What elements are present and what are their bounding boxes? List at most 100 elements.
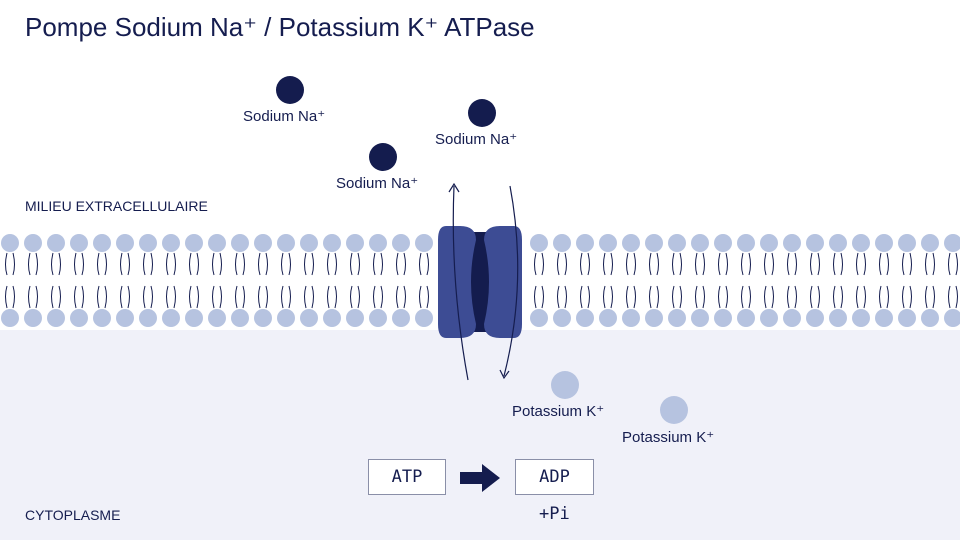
potassium-ion-label: Potassium K⁺ xyxy=(622,429,715,446)
phospholipid-tail xyxy=(74,252,77,276)
phospholipid-tail xyxy=(856,285,859,309)
phospholipid-tail xyxy=(879,285,882,309)
phospholipid-tail xyxy=(771,285,774,309)
phospholipid-head xyxy=(576,234,594,252)
phospholipid-tail xyxy=(304,285,307,309)
phospholipid-tail xyxy=(426,285,429,309)
phospholipid-tail xyxy=(357,252,360,276)
phospholipid-tail xyxy=(764,285,767,309)
phospholipid-tail xyxy=(902,285,905,309)
phospholipid-tail xyxy=(196,252,199,276)
phospholipid-tail xyxy=(718,252,721,276)
phospholipid-tail xyxy=(863,285,866,309)
phospholipid-tail xyxy=(833,252,836,276)
phospholipid-head xyxy=(737,309,755,327)
phospholipid-head xyxy=(599,234,617,252)
phospholipid-tail xyxy=(840,285,843,309)
cytoplasm-label: CYTOPLASME xyxy=(25,507,121,523)
phospholipid-head xyxy=(162,234,180,252)
phospholipid-head xyxy=(323,309,341,327)
phospholipid-head xyxy=(185,309,203,327)
phospholipid-tail xyxy=(725,252,728,276)
phospholipid-tail xyxy=(833,285,836,309)
phospholipid-tail xyxy=(925,252,928,276)
cytoplasm-background xyxy=(0,330,960,540)
phospholipid-tail xyxy=(771,252,774,276)
phospholipid-head xyxy=(829,309,847,327)
phospholipid-tail xyxy=(166,285,169,309)
phospholipid-tail xyxy=(127,252,130,276)
phospholipid-head xyxy=(254,309,272,327)
phospholipid-head xyxy=(714,309,732,327)
phospholipid-tail xyxy=(265,252,268,276)
phospholipid-head xyxy=(254,234,272,252)
phospholipid-tail xyxy=(373,252,376,276)
phospholipid-tail xyxy=(12,285,15,309)
phospholipid-tail xyxy=(656,285,659,309)
phospholipid-tail xyxy=(702,285,705,309)
phospholipid-head xyxy=(231,309,249,327)
phospholipid-head xyxy=(829,234,847,252)
phospholipid-tail xyxy=(120,285,123,309)
phospholipid-head xyxy=(116,234,134,252)
phospholipid-tail xyxy=(35,252,38,276)
phospholipid-tail xyxy=(81,252,84,276)
phospholipid-head xyxy=(24,309,42,327)
phospholipid-head xyxy=(369,309,387,327)
phospholipid-tail xyxy=(656,252,659,276)
phospholipid-tail xyxy=(580,252,583,276)
phospholipid-tail xyxy=(235,285,238,309)
phospholipid-tail xyxy=(587,252,590,276)
phospholipid-tail xyxy=(932,285,935,309)
phospholipid-tail xyxy=(327,285,330,309)
phospholipid-head xyxy=(1,234,19,252)
phospholipid-head xyxy=(599,309,617,327)
phospholipid-tail xyxy=(242,252,245,276)
phospholipid-tail xyxy=(12,252,15,276)
phospholipid-tail xyxy=(74,285,77,309)
phospholipid-head xyxy=(852,309,870,327)
phospholipid-head xyxy=(1,309,19,327)
right-arrow-icon xyxy=(460,464,500,492)
phospholipid-head xyxy=(392,234,410,252)
phospholipid-tail xyxy=(909,285,912,309)
phospholipid-head xyxy=(346,309,364,327)
extracellular-label: MILIEU EXTRACELLULAIRE xyxy=(25,198,208,214)
phospholipid-tail xyxy=(840,252,843,276)
phospholipid-tail xyxy=(173,285,176,309)
phospholipid-tail xyxy=(695,252,698,276)
phospholipid-head xyxy=(300,234,318,252)
phospholipid-tail xyxy=(810,285,813,309)
phospholipid-tail xyxy=(212,252,215,276)
phospholipid-tail xyxy=(350,252,353,276)
phospholipid-tail xyxy=(633,252,636,276)
potassium-ion xyxy=(660,396,688,424)
phospholipid-tail xyxy=(948,252,951,276)
phospholipid-tail xyxy=(649,252,652,276)
phospholipid-tail xyxy=(702,252,705,276)
phospholipid-head xyxy=(737,234,755,252)
phospholipid-tail xyxy=(879,252,882,276)
phospholipid-tail xyxy=(741,252,744,276)
phospholipid-head xyxy=(530,234,548,252)
phospholipid-tail xyxy=(603,285,606,309)
phospholipid-tail xyxy=(334,252,337,276)
phospholipid-tail xyxy=(679,252,682,276)
phospholipid-tail xyxy=(603,252,606,276)
phospholipid-tail xyxy=(5,285,8,309)
phospholipid-head xyxy=(24,234,42,252)
phospholipid-head xyxy=(208,309,226,327)
phospholipid-tail xyxy=(679,285,682,309)
phospholipid-tail xyxy=(373,285,376,309)
phospholipid-head xyxy=(898,234,916,252)
phospholipid-head xyxy=(714,234,732,252)
phospholipid-head xyxy=(392,309,410,327)
phospholipid-tail xyxy=(5,252,8,276)
phospholipid-tail xyxy=(748,285,751,309)
sodium-ion xyxy=(369,143,397,171)
phospholipid-tail xyxy=(143,285,146,309)
phospholipid-head xyxy=(47,234,65,252)
phospholipid-head xyxy=(47,309,65,327)
phospholipid-tail xyxy=(219,285,222,309)
phospholipid-head xyxy=(760,309,778,327)
